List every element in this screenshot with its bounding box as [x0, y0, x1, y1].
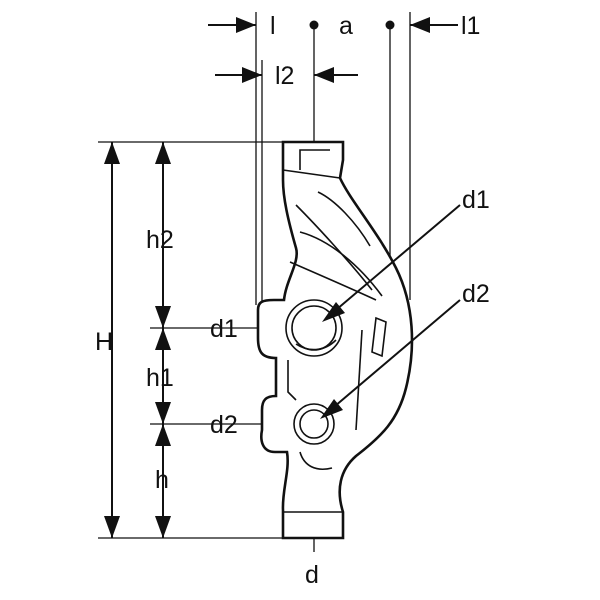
label-d2-upper: d2	[462, 280, 490, 308]
inlet-d1-lip	[295, 339, 337, 351]
arrow-leader-d1	[322, 302, 345, 322]
leaders: d1 d2	[320, 186, 490, 419]
label-h2: h2	[146, 226, 174, 254]
label-h1: h1	[146, 364, 174, 392]
arrow-h1-bottom	[155, 402, 171, 424]
arrow-h2-bottom	[155, 306, 171, 328]
top-socket-lip	[282, 169, 341, 179]
arrow-l-right	[236, 17, 256, 33]
label-d1-upper: d1	[462, 186, 490, 214]
left-dimensions: H h2 d1 h1 d2 h	[95, 141, 285, 539]
arrow-l1-left	[410, 17, 430, 33]
label-l2: l2	[275, 62, 294, 90]
inlet-d1-outer-ring	[285, 299, 343, 357]
top-dimensions: l a l1 l2	[208, 12, 480, 305]
siphon-fitting	[256, 140, 414, 540]
center-dot-a-left	[309, 20, 319, 30]
flow-line-1	[295, 204, 373, 291]
inner-wall-left	[287, 360, 297, 401]
arrow-leader-d2	[320, 399, 343, 419]
label-H: H	[95, 328, 113, 356]
top-socket-inner	[299, 149, 330, 170]
label-d-bottom: d	[305, 561, 319, 589]
arrow-h1-top	[155, 328, 171, 350]
flow-line-3	[289, 261, 377, 301]
rib-fin	[371, 316, 387, 358]
inlet-d2-inner-ring	[299, 409, 329, 439]
center-dot-a-right	[385, 20, 395, 30]
arrow-l2-left	[314, 67, 334, 83]
inlet-d2-outer-ring	[293, 403, 335, 445]
arrow-H-top	[104, 142, 120, 164]
label-h: h	[155, 466, 169, 494]
arrow-h-bottom	[155, 516, 171, 538]
arrow-h2-top	[155, 142, 171, 164]
leader-d2	[327, 299, 461, 413]
leader-d1	[329, 204, 461, 316]
arrow-l2-right	[242, 67, 262, 83]
label-l1: l1	[461, 12, 480, 40]
flow-line-2	[299, 231, 383, 297]
inner-wall-line	[355, 329, 363, 431]
arrow-H-bottom	[104, 516, 120, 538]
label-d1-left: d1	[210, 315, 238, 343]
arrow-h-top	[155, 424, 171, 446]
label-d2-left: d2	[210, 411, 238, 439]
label-a: a	[339, 12, 353, 40]
label-l: l	[270, 12, 276, 40]
flow-line-4	[317, 191, 371, 247]
lower-bowl-line	[299, 451, 333, 470]
